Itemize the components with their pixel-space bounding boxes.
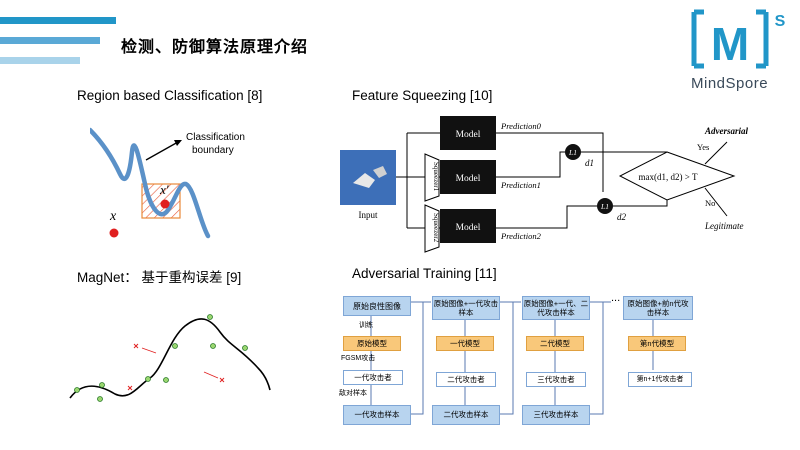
at-model-0: 原始模型 [343,336,401,351]
decision-label: max(d1, d2) > T [639,172,698,182]
at-box-top-0: 原始良性图像 [343,296,411,316]
at-attacker-0: 一代攻击者 [343,370,403,385]
region-diagram: Classification boundary x' x [90,127,245,239]
squeeze-diagram: Input Squeezer1 Squeezer2 Model Model Mo… [340,116,749,253]
mindspore-logo: M S [690,6,790,96]
x-point [109,228,119,238]
region-section-title: Region based Classification [8] [77,88,263,103]
classification-boundary [90,127,211,239]
at-model-2: 二代模型 [526,336,584,351]
prediction-label-1: Prediction1 [500,180,541,190]
prediction-label-2: Prediction2 [500,231,542,241]
boundary-arrowhead [174,140,182,146]
page-title: 检测、防御算法原理介绍 [121,39,309,56]
model-box-2 [440,209,496,243]
l1-node-2-label: L1 [600,202,609,211]
magnet-section-title: MagNet： 基于重构误差 [9] [77,270,242,285]
adversarial-points [127,343,225,391]
at-ellipsis: ... [611,292,621,304]
squeezer-2-label: Squeezer2 [432,213,440,243]
squeezer-2 [424,204,440,253]
at-box-top-2: 原始图像+一代、二代攻击样本 [522,296,590,320]
squeeze-section-title: Feature Squeezing [10] [352,88,493,103]
magnet-diagram [69,314,271,402]
squeezer-1 [424,153,440,202]
at-sample-2: 三代攻击样本 [522,405,590,425]
at-attacker-1: 二代攻击者 [436,372,496,387]
l1-node-1-label: L1 [568,148,577,157]
x-prime-point [160,199,170,209]
at-step-label-adv: 敌对样本 [339,390,367,397]
at-attacker-3: 第n+1代攻击者 [628,372,692,387]
at-model-3: 第n代模型 [628,336,686,351]
legitimate-label: Legitimate [704,221,744,231]
l1-node-1 [565,144,581,160]
x-label: x [109,209,117,224]
at-sample-0: 一代攻击样本 [343,405,411,425]
l1-node-2 [597,198,613,214]
at-box-top-3: 原始图像+前n代攻击样本 [623,296,693,320]
boundary-label-2: boundary [192,145,234,156]
header-stripe-2 [0,37,100,44]
input-label: Input [359,210,378,220]
at-attacker-2: 三代攻击者 [526,372,586,387]
model-box-0 [440,116,496,150]
x-prime-label: x' [159,182,169,197]
logo-name: MindSpore [691,75,769,92]
logo-letter: M [711,18,749,70]
decision-diamond [618,151,736,201]
model-label-0: Model [456,130,481,140]
model-label-1: Model [456,174,481,184]
header-stripe-3 [0,57,80,64]
at-section-title: Adversarial Training [11] [352,266,497,281]
model-box-1 [440,160,496,194]
at-model-1: 一代模型 [436,336,494,351]
manifold-curve [69,318,271,399]
logo-superscript: S [775,13,786,30]
model-label-2: Model [456,223,481,233]
squeezer-1-label: Squeezer1 [432,162,440,192]
adversarial-label: Adversarial [704,126,749,136]
yes-label: Yes [697,142,709,152]
prediction-label-0: Prediction0 [500,121,542,131]
at-step-label-fgsm: FGSM攻击 [341,355,376,362]
at-sample-1: 二代攻击样本 [432,405,500,425]
header-stripe-1 [0,17,116,24]
no-label: No [705,198,715,208]
at-step-label-train: 训练 [359,322,373,329]
boundary-arrow [145,141,179,161]
d1-label: d1 [585,158,594,168]
at-box-top-1: 原始图像+一代攻击样本 [432,296,500,320]
d2-label: d2 [617,212,627,222]
boundary-label-1: Classification [186,132,245,143]
